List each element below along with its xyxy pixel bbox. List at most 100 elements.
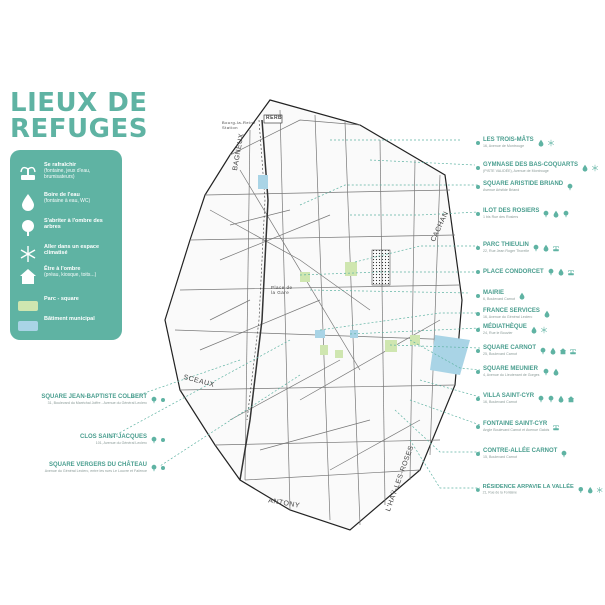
place-address: 1 bis Rue des Rosiers	[483, 215, 519, 219]
place-address: 15, Boulevard Carnot	[483, 455, 517, 459]
place-dot	[476, 369, 480, 374]
municipal-services	[315, 330, 325, 338]
water-drop-icon	[16, 192, 40, 212]
legend-sub: (fontaine à eau, WC)	[44, 198, 91, 204]
legend-title: Parc - square	[44, 296, 79, 302]
place-icons	[560, 450, 568, 458]
tree-icon	[150, 464, 158, 472]
page-title: LIEUX DE REFUGES	[10, 90, 148, 142]
legend-item: Se rafraîchir(fontaine, jeux d'eau, brum…	[16, 162, 118, 182]
park-carnot	[385, 340, 397, 352]
place-address: 101, Avenue du Général Leclerc	[95, 441, 147, 445]
tree-icon	[560, 450, 568, 458]
municipal-swatch	[16, 316, 40, 336]
place-dot	[476, 293, 480, 298]
place-name: PLACE CONDORCET	[483, 268, 544, 275]
tree-icon	[16, 218, 40, 238]
water-drop-icon	[552, 368, 560, 376]
park-swatch	[16, 296, 40, 316]
legend-item: Bâtiment municipal	[16, 316, 118, 336]
place-icons	[518, 292, 526, 300]
place-text: GYMNASE DES BAS-COQUARTS(PISTE VALIDÉE),…	[483, 162, 578, 173]
municipal-mairie	[258, 175, 268, 189]
place-dot	[476, 184, 480, 189]
place-icons	[543, 310, 551, 318]
legend-title: Boire de l'eau	[44, 192, 80, 198]
legend-item: Boire de l'eau(fontaine à eau, WC)	[16, 192, 118, 212]
tree-icon	[537, 395, 545, 403]
house-icon	[567, 395, 575, 403]
legend-item: S'abriter à l'ombre des arbres	[16, 218, 118, 238]
fountain-icon	[16, 162, 40, 182]
place-icons	[547, 268, 575, 276]
place-icons	[532, 244, 560, 252]
place-name: PARC THIEULIN	[483, 242, 529, 248]
place-address: 22, Rue Jean Roger Thorelle	[483, 249, 530, 253]
place-icons	[150, 396, 158, 404]
legend-text: S'abriter à l'ombre des arbres	[44, 218, 118, 230]
legend-text: Boire de l'eau(fontaine à eau, WC)	[44, 192, 118, 204]
place-address: 16, Avenue de Montrouge	[483, 144, 525, 148]
park-misc-2	[410, 335, 420, 345]
house-icon	[559, 347, 567, 355]
legend-item: Être à l'ombre(préau, kiosque, toits...)	[16, 266, 118, 286]
municipal-gym	[430, 335, 470, 375]
water-drop-icon	[552, 210, 560, 218]
place-icons	[150, 464, 158, 472]
place-marker[interactable]: PLACE CONDORCET	[476, 268, 575, 276]
place-icons	[150, 436, 158, 444]
legend-text: Aller dans un espace climatisé	[44, 244, 118, 256]
legend-item: Parc - square	[16, 296, 118, 316]
place-icons	[566, 183, 574, 191]
snowflake-icon	[547, 139, 555, 147]
title-line-2: REFUGES	[10, 114, 148, 144]
place-marker[interactable]: GYMNASE DES BAS-COQUARTS(PISTE VALIDÉE),…	[476, 162, 599, 173]
place-icons	[581, 164, 599, 172]
place-address: Avenue du Général Leclerc, entre les rue…	[44, 469, 147, 473]
place-dot	[161, 465, 165, 470]
fountain-icon	[552, 244, 560, 252]
park-dotted	[371, 249, 391, 286]
tree-icon	[547, 268, 555, 276]
legend-title: S'abriter à l'ombre des arbres	[44, 218, 103, 230]
legend-title: Aller dans un espace climatisé	[44, 244, 100, 256]
tree-icon	[539, 347, 547, 355]
place-dot	[476, 270, 480, 274]
legend-text: Se rafraîchir(fontaine, jeux d'eau, brum…	[44, 162, 118, 180]
place-text: PLACE CONDORCET	[483, 269, 544, 276]
place-name: SQUARE MEUNIER	[483, 366, 539, 372]
water-drop-icon	[586, 486, 594, 494]
place-icons	[542, 368, 560, 376]
fountain-icon	[567, 268, 575, 276]
place-dot	[476, 424, 480, 429]
legend-sub: (préau, kiosque, toits...)	[44, 272, 97, 278]
place-address: 16, Boulevard Carnot	[483, 400, 517, 404]
fountain-icon	[552, 423, 560, 431]
place-address: Avenue Aristide Briand	[483, 188, 520, 192]
tree-icon	[542, 368, 550, 376]
legend-panel: Se rafraîchir(fontaine, jeux d'eau, brum…	[10, 150, 122, 340]
city-boundary	[164, 99, 463, 531]
water-drop-icon	[537, 139, 545, 147]
